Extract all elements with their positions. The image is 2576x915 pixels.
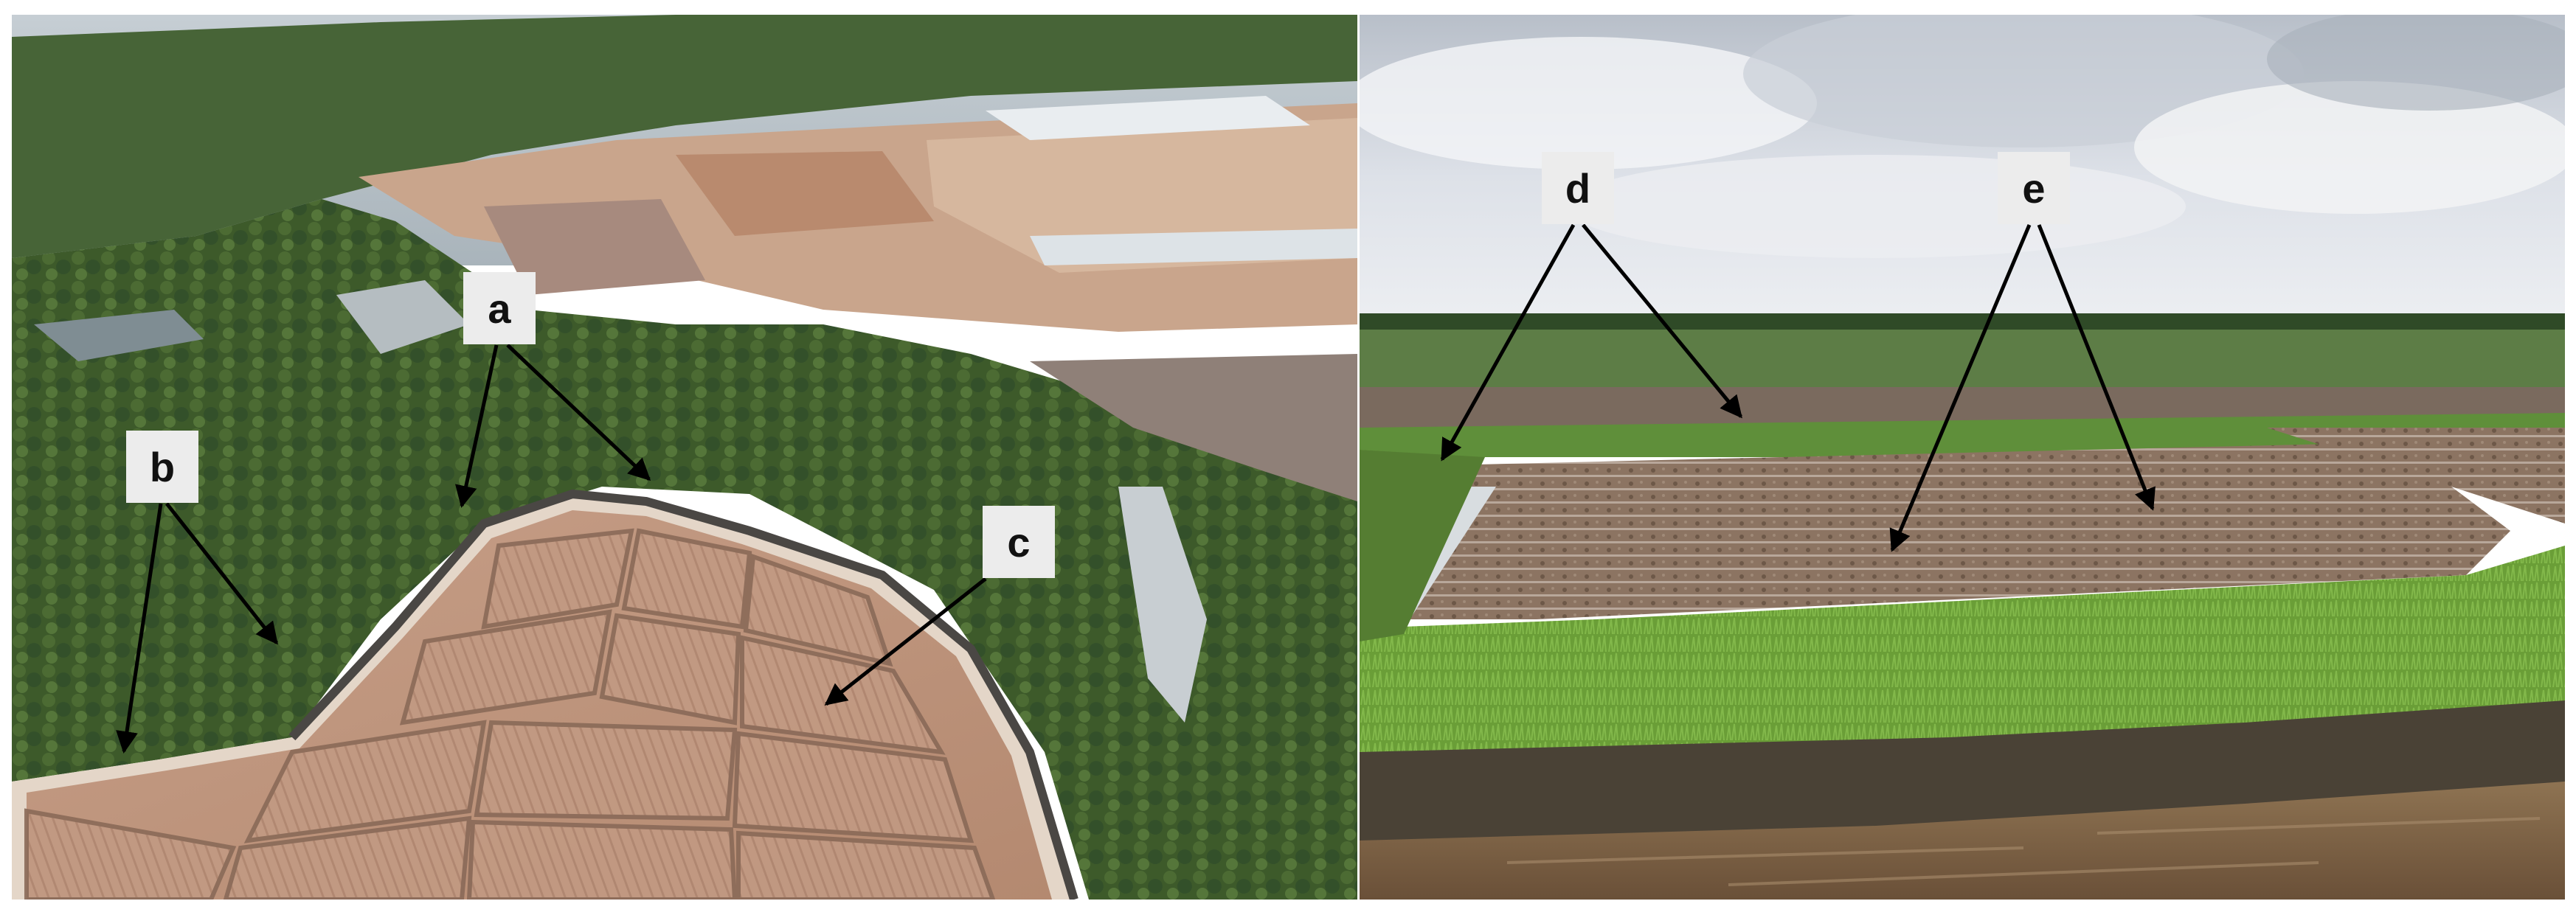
aerial-photo-panel <box>12 15 1357 900</box>
ground-photo-panel <box>1360 15 2565 900</box>
label-d: d <box>1542 152 1614 224</box>
ground-photo <box>1360 15 2565 900</box>
label-b: b <box>126 431 198 503</box>
label-e: e <box>1998 152 2070 224</box>
label-c: c <box>983 506 1055 578</box>
aerial-photo <box>12 15 1357 900</box>
label-a: a <box>463 272 536 344</box>
